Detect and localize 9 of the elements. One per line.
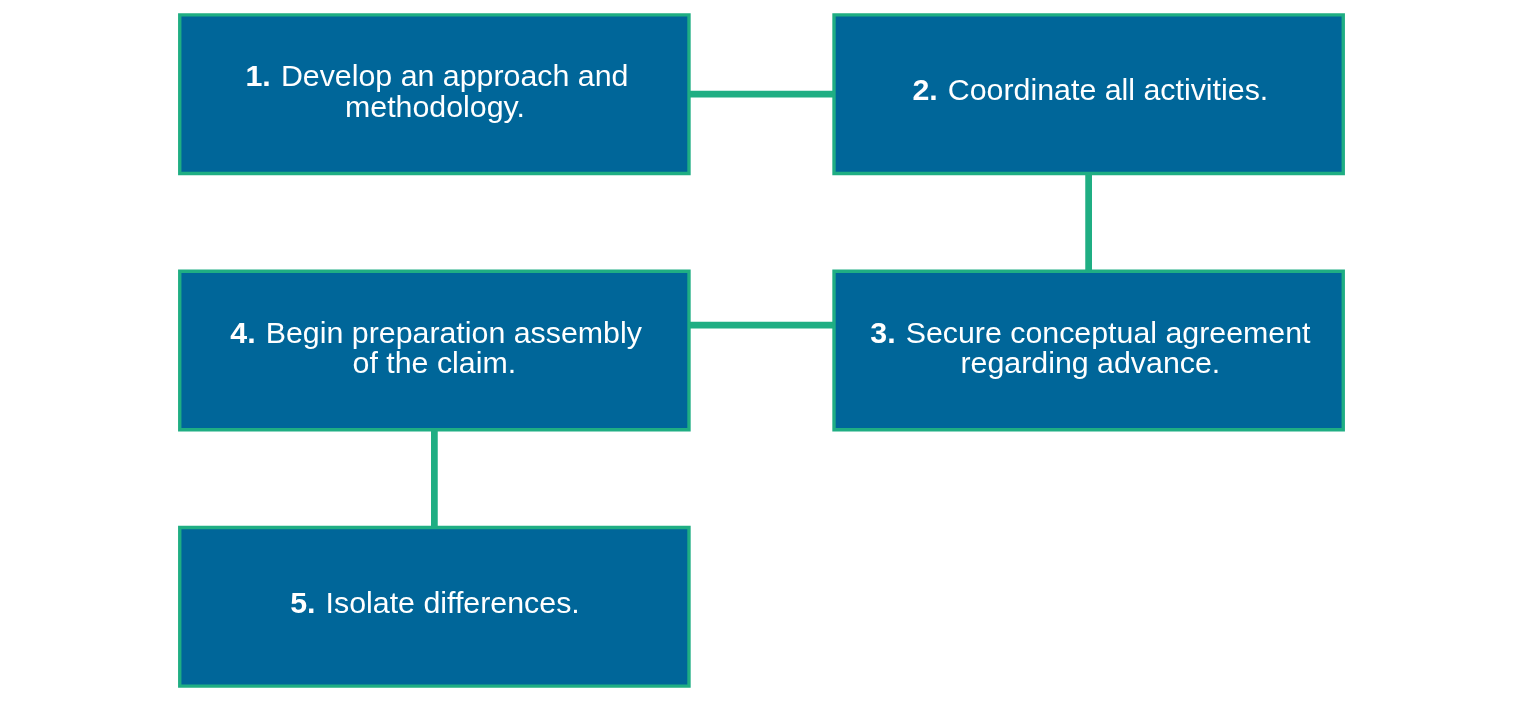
node-box: 5. Isolate differences. [178, 525, 691, 688]
node-box: 1. Develop an approach and methodology. [178, 13, 691, 176]
connector [689, 90, 834, 98]
node-box: 2. Coordinate all activities. [832, 13, 1345, 176]
connector [689, 321, 834, 329]
connector [431, 430, 438, 528]
connector [1085, 173, 1092, 271]
node-box: 4. Begin preparation assembly of the claim. [178, 269, 691, 432]
node-box: 3. Secure conceptual agreement regarding advance. [832, 269, 1345, 432]
